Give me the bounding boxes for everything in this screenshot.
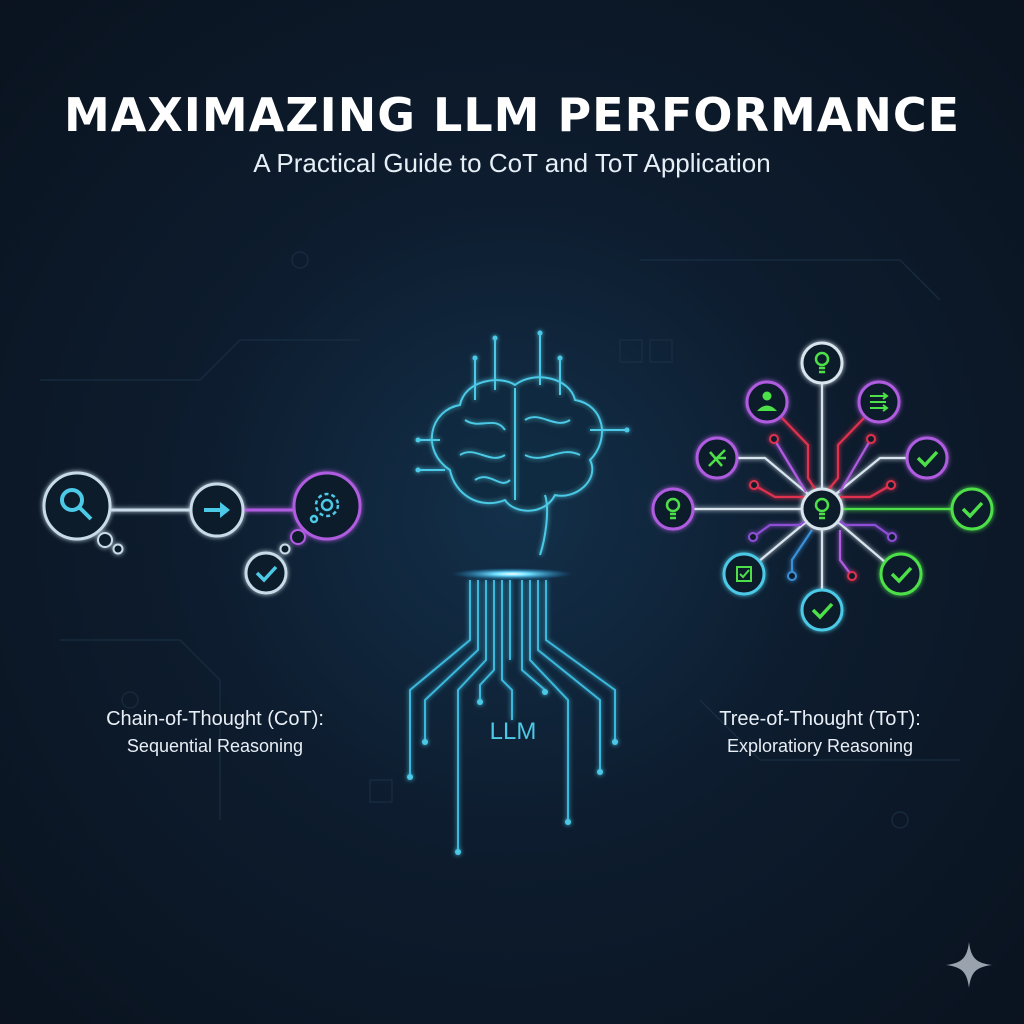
tot-tree [651, 341, 994, 632]
tot-node-steps [857, 380, 901, 424]
cot-step-arrow [189, 482, 245, 538]
tot-node-checkbox [722, 552, 766, 596]
tot-subtitle: Exploratiory Reasoning [726, 736, 914, 756]
tot-node-check-4 [800, 588, 844, 632]
sparkle-icon [946, 942, 992, 988]
glow-disc [452, 568, 572, 580]
tot-node-check-2 [950, 487, 994, 531]
lightbulb-icon [814, 351, 830, 374]
person-icon [757, 391, 777, 411]
lightbulb-icon [665, 497, 681, 520]
cot-step-gear [279, 471, 362, 555]
search-icon [60, 488, 93, 521]
tot-title: Tree-of-Thought (ToT): [719, 708, 921, 730]
page-subtitle: A Practical Guide to CoT and ToT Applica… [253, 148, 771, 178]
circuit-background [40, 251, 960, 829]
check-icon [255, 565, 278, 583]
checkbox-icon [736, 566, 752, 582]
lightbulb-icon [814, 497, 830, 520]
brain-icon [415, 330, 630, 556]
arrow-right-icon [204, 502, 230, 518]
compass-icon [708, 449, 726, 467]
check-icon [916, 450, 939, 468]
tot-node-top [800, 341, 844, 385]
tot-node-bulb-left [651, 487, 695, 531]
tot-node-tools [695, 436, 739, 480]
tot-center-node [800, 487, 844, 531]
gear-icon [309, 492, 340, 524]
cot-chain [42, 471, 362, 595]
check-icon [890, 566, 913, 584]
cot-subtitle: Sequential Reasoning [126, 736, 304, 756]
llm-label: LLM [489, 718, 537, 745]
tot-label: Tree-of-Thought (ToT): Exploratiory Reas… [655, 706, 985, 760]
cot-step-check [244, 551, 288, 595]
list-arrows-icon [870, 392, 889, 412]
tot-node-person [745, 380, 789, 424]
check-icon [811, 602, 834, 620]
cot-title: Chain-of-Thought (CoT): [106, 708, 324, 730]
cot-step-search [42, 471, 124, 555]
tot-node-check-1 [905, 436, 949, 480]
tot-node-check-3 [879, 552, 923, 596]
page-title: MAXIMAZING LLM PERFORMANCE [63, 88, 961, 142]
cot-label: Chain-of-Thought (CoT): Sequential Reaso… [50, 706, 380, 760]
llm-circuit-lines [407, 580, 618, 855]
check-icon [961, 501, 984, 519]
